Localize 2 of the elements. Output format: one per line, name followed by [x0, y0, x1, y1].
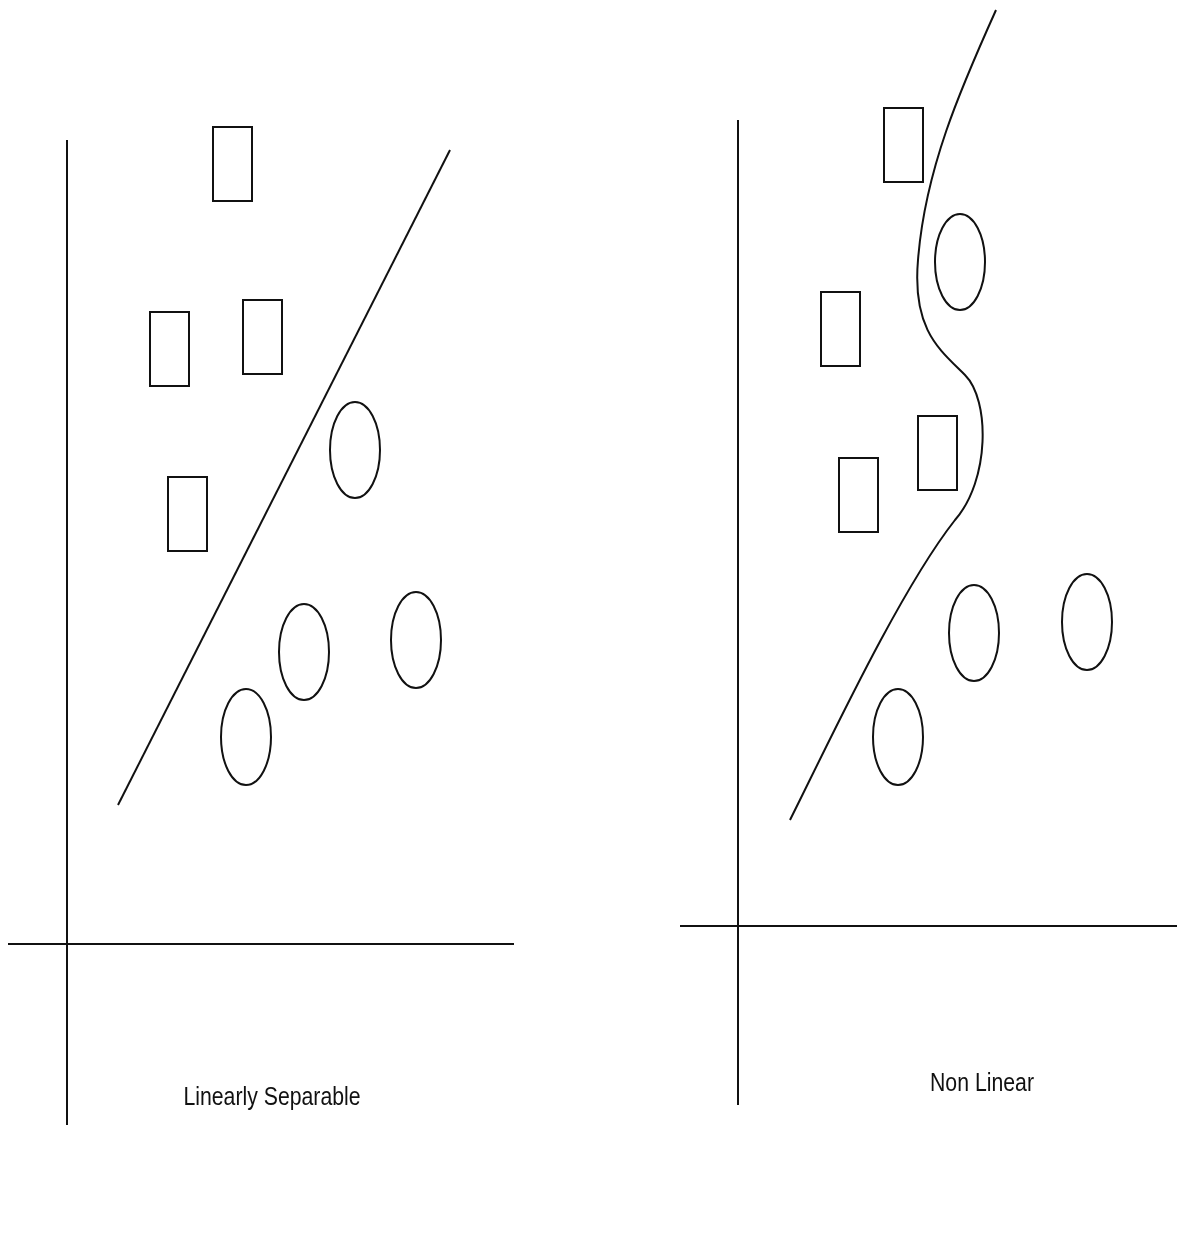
- panel-caption: Non Linear: [930, 1068, 1034, 1097]
- panel-caption: Linearly Separable: [183, 1082, 361, 1111]
